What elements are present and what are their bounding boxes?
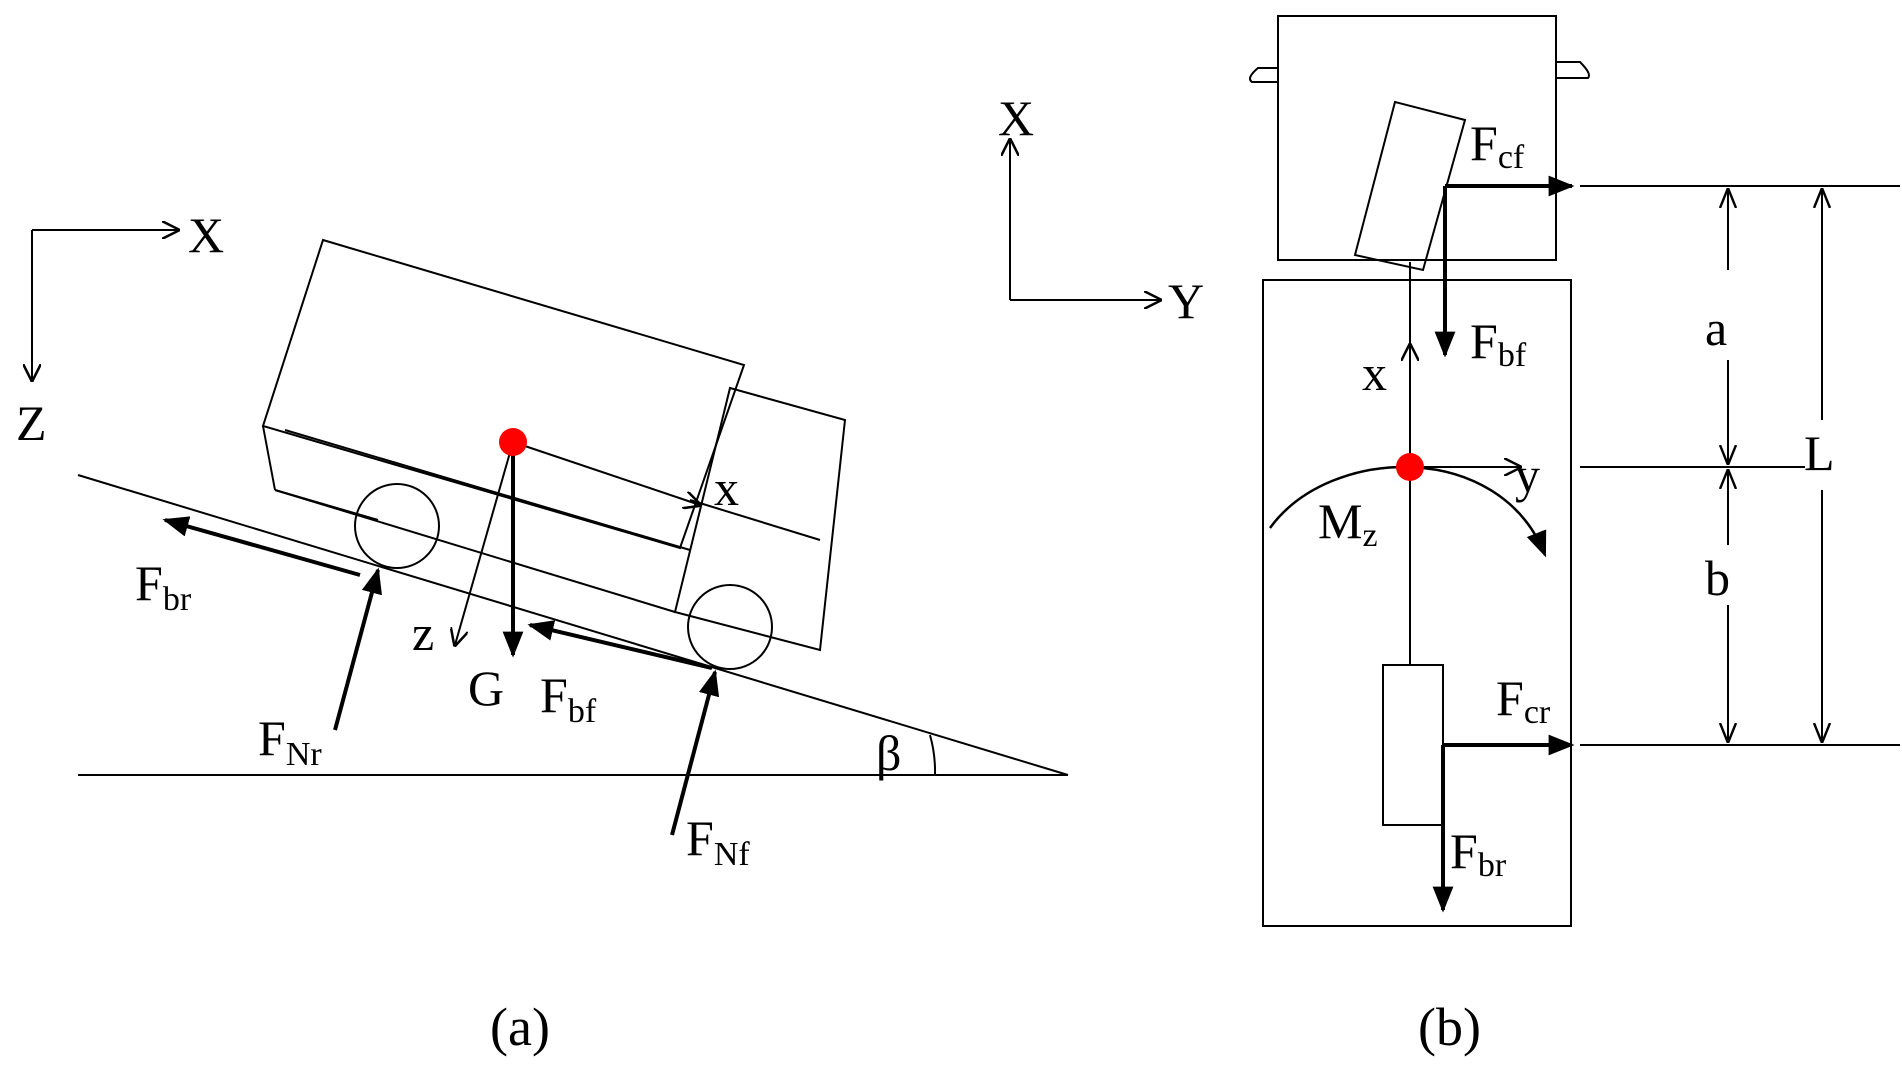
moment-label-Mz: Mz: [1318, 493, 1378, 554]
body-axis-label-x-b: x: [1362, 345, 1387, 401]
axis-label-X: X: [188, 207, 224, 263]
body-axis-label-x-a: x: [714, 460, 739, 516]
global-axes-b: X Y: [998, 90, 1204, 329]
axis-label-Z: Z: [16, 395, 47, 451]
cab: [673, 386, 847, 652]
angle-beta: β: [876, 725, 901, 781]
force-arrow-Fbr-a: [162, 516, 361, 577]
axis-label-Y-b: Y: [1168, 273, 1204, 329]
angle-arc: [929, 734, 937, 776]
force-label-Fcr: Fcr: [1496, 670, 1551, 731]
truck-top: [1249, 15, 1590, 927]
dim-label-a: a: [1705, 300, 1727, 356]
caption-a: (a): [490, 997, 550, 1057]
force-label-Fbf-b: Fbf: [1470, 313, 1527, 374]
cg-point-b: [1396, 453, 1424, 481]
cab-top: [1277, 15, 1557, 261]
truck-side: [261, 238, 847, 670]
front-wheel-top: [1353, 100, 1467, 272]
force-label-Fbf-a: Fbf: [540, 667, 597, 730]
body-axis-x-a: [512, 441, 700, 505]
front-wheel: [687, 584, 773, 670]
rear-wheel-top: [1382, 664, 1444, 826]
body-axis-z-a: [455, 441, 514, 645]
force-arrow-Fbf-a: [527, 620, 713, 670]
caption-b: (b): [1418, 997, 1481, 1057]
right-mirror: [1556, 61, 1590, 79]
cg-point-a: [499, 428, 527, 456]
left-mirror: [1249, 67, 1278, 83]
force-arrow-FNr: [333, 567, 382, 731]
cargo-box: [261, 238, 746, 550]
body-axis-label-z-a: z: [412, 605, 434, 661]
body-axis-label-y-b: y: [1515, 447, 1540, 503]
force-label-Fbr-b: Fbr: [1450, 823, 1507, 884]
force-label-Fcf: Fcf: [1470, 115, 1525, 176]
force-label-FNr: FNr: [258, 710, 322, 773]
force-arrow-FNf: [670, 669, 720, 836]
rear-wheel: [354, 483, 440, 569]
force-label-Fbr-a: Fbr: [135, 555, 192, 618]
dim-label-b: b: [1705, 550, 1730, 606]
panel-a: X Z β x z G Fbr: [16, 207, 1069, 1057]
slope-line: [77, 474, 1069, 776]
gravity-label: G: [468, 660, 504, 716]
force-label-FNf: FNf: [686, 810, 750, 873]
axis-label-X-b: X: [998, 90, 1034, 146]
dim-label-L: L: [1804, 425, 1835, 481]
cargo-top: [1262, 279, 1572, 927]
global-axes-a: X Z: [16, 207, 224, 451]
panel-b: X Y x y Mz Fcf Fbf Fcr Fbr: [998, 15, 1900, 1057]
